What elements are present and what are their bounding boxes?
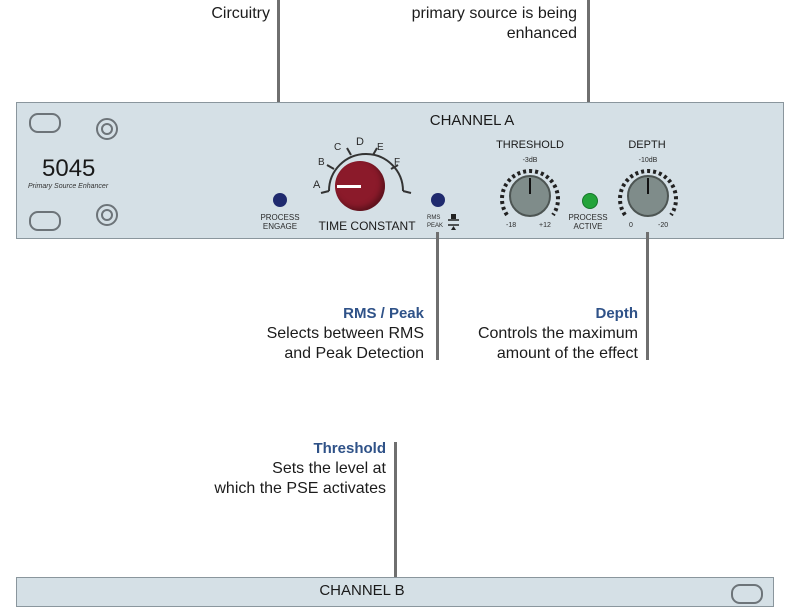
process-active-led <box>582 193 598 209</box>
threshold-scale <box>500 169 560 217</box>
time-constant-label: TIME CONSTANT <box>318 219 416 233</box>
channel-b-label: CHANNEL B <box>319 582 405 599</box>
model-number: 5045 <box>42 155 96 182</box>
channel-a-panel: 5045 Primary Source Enhancer CHANNEL A P… <box>16 102 784 239</box>
threshold-knob[interactable] <box>509 175 551 217</box>
threshold-max-mark: +12 <box>539 222 551 229</box>
rack-hole-bottom-icon <box>29 211 61 231</box>
engage-callout-text: Circuitry <box>211 5 270 22</box>
engage-pointer-line <box>277 0 280 196</box>
depth-callout-line1: Controls the maximum <box>477 325 638 342</box>
process-active-callout-line2: enhanced <box>506 25 577 42</box>
depth-callout-title: Depth <box>595 305 639 322</box>
process-engage-button[interactable] <box>273 193 287 207</box>
screw-bottom-icon <box>96 204 118 226</box>
depth-label: DEPTH <box>628 139 666 151</box>
rack-hole-top-icon <box>29 113 61 133</box>
depth-knob[interactable] <box>627 175 669 217</box>
rms-peak-symbol-icon <box>448 214 459 230</box>
rms-peak-callout-title: RMS / Peak <box>343 305 424 322</box>
tc-position-e: E <box>377 142 384 153</box>
threshold-min-mark: -18 <box>506 222 517 229</box>
threshold-pointer <box>529 178 531 194</box>
rack-hole-channel-b-icon <box>731 584 763 604</box>
time-constant-scale <box>320 147 412 194</box>
depth-pointer-line <box>646 232 649 360</box>
depth-max-mark: -20 <box>658 222 669 229</box>
screw-top-icon <box>96 118 118 140</box>
rms-peak-callout-line1: Selects between RMS <box>266 325 424 342</box>
tc-position-a: A <box>313 179 321 191</box>
tc-position-b: B <box>318 157 325 168</box>
process-active-label-line1: PROCESS <box>568 213 608 222</box>
rms-label: RMS <box>427 215 441 221</box>
depth-top-mark: -10dB <box>638 157 658 164</box>
threshold-pointer-line <box>394 442 397 590</box>
process-active-label-line2: ACTIVE <box>573 222 603 231</box>
threshold-label: THRESHOLD <box>496 139 564 151</box>
depth-min-mark: 0 <box>629 222 633 229</box>
threshold-callout-line2: which the PSE activates <box>214 480 386 497</box>
threshold-top-mark: -3dB <box>522 157 538 164</box>
channel-label: CHANNEL A <box>429 112 515 129</box>
model-subtitle: Primary Source Enhancer <box>28 183 109 190</box>
process-engage-label-line1: PROCESS <box>260 213 300 222</box>
rms-peak-pointer-line <box>436 232 439 360</box>
tc-position-c: C <box>334 142 342 153</box>
depth-pointer <box>647 178 649 194</box>
time-constant-pointer <box>337 185 361 188</box>
rms-peak-callout-line2: and Peak Detection <box>284 345 424 362</box>
rms-peak-switch[interactable] <box>431 193 445 207</box>
depth-callout-line2: amount of the effect <box>496 345 638 362</box>
tc-position-d: D <box>356 136 364 148</box>
process-active-pointer-line <box>587 0 590 196</box>
tc-position-f: F <box>394 157 401 168</box>
threshold-callout-title: Threshold <box>313 440 386 457</box>
depth-scale <box>618 169 678 217</box>
process-active-callout-line1: primary source is being <box>411 5 577 22</box>
process-engage-label-line2: ENGAGE <box>262 222 298 231</box>
time-constant-knob[interactable] <box>335 161 385 211</box>
channel-b-panel: CHANNEL B <box>16 577 774 607</box>
threshold-callout-line1: Sets the level at <box>272 460 386 477</box>
peak-label: PEAK <box>427 223 444 229</box>
